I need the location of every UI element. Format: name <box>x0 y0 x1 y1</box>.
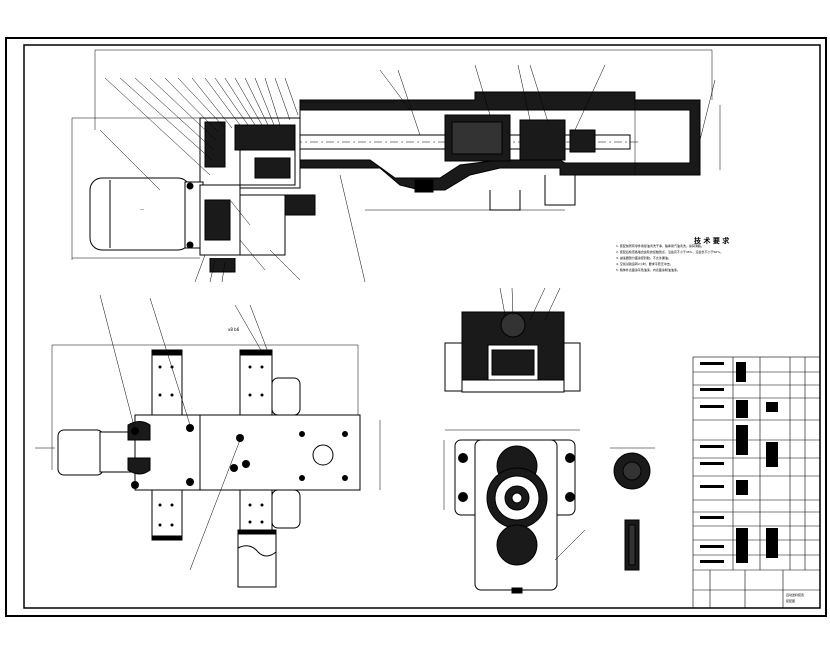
end-view <box>443 429 586 594</box>
title-block-name: 自动送料装置 <box>786 593 805 597</box>
title-block <box>692 356 821 609</box>
title-block-drawing-no: 装配图 <box>786 599 796 603</box>
note-line: 3. 减速器剖分面涂密封胶，不允许漏油。 <box>616 256 671 260</box>
outer-border <box>5 37 827 617</box>
detail-gear-view <box>610 447 655 490</box>
note-line: 4. 空载试验运转2小时，要求平稳无冲击。 <box>616 262 673 266</box>
side-section-view <box>444 287 581 393</box>
note-line: 1. 装配前所有零件用煤油清洗干净，轴承用汽油清洗，涂润滑脂。 <box>616 244 704 248</box>
note-line: 5. 箱体外表面涂灰色油漆，内表面涂耐油油漆。 <box>616 268 680 272</box>
dimension-label: x8 b6 <box>228 327 240 332</box>
inner-border <box>23 44 821 609</box>
technical-requirements-title: 技 术 要 求 <box>694 237 730 245</box>
dimension-label: — <box>140 207 144 212</box>
detail-shaft-view <box>624 519 640 571</box>
front-section-view <box>71 49 721 283</box>
note-line: 2. 装配后检查各啮合齿轮的接触斑点，沿齿高不小于45%，沿齿长不小于60%。 <box>616 250 724 254</box>
plan-view <box>35 294 381 588</box>
